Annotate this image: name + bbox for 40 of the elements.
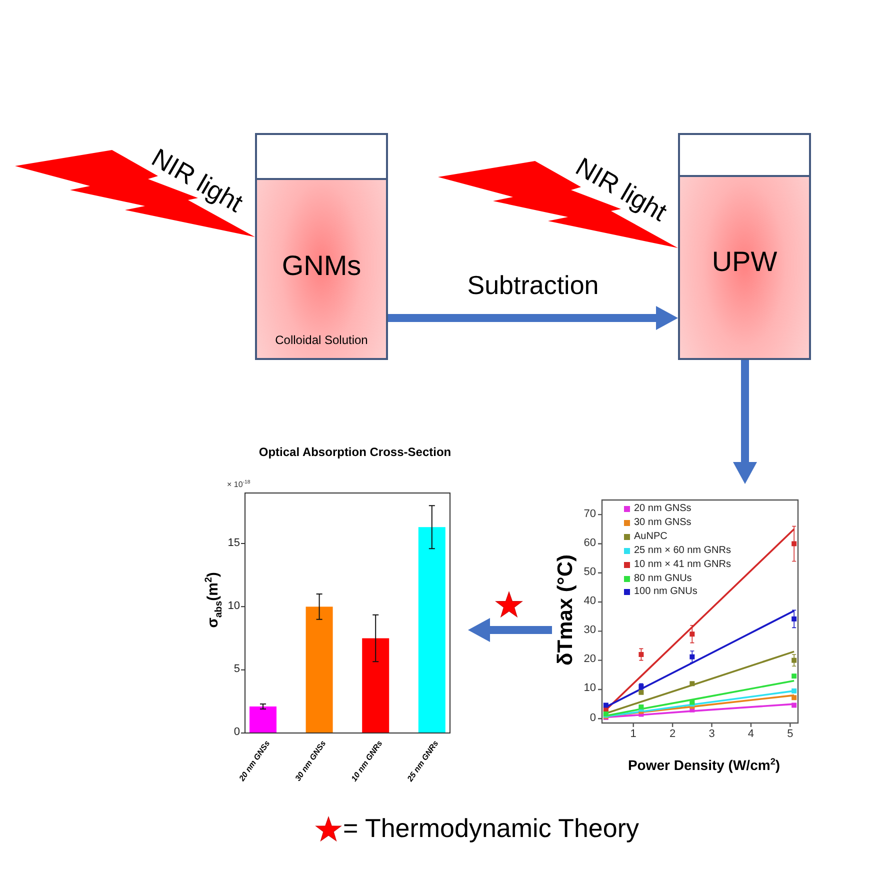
y-tick-label: 15: [228, 536, 240, 550]
arrow: [468, 618, 552, 642]
y-tick-label: 0: [590, 712, 596, 724]
legend-label: 25 nm × 60 nm GNRs: [634, 544, 731, 557]
y-tick-label: 70: [584, 508, 596, 520]
legend-label: 10 nm × 41 nm GNRs: [634, 558, 731, 571]
x-tick-label: 5: [787, 728, 794, 741]
arrow: [388, 306, 678, 330]
x-tick-label: 3: [708, 728, 715, 741]
y-tick-label: 60: [584, 536, 596, 550]
legend-label: = Thermodynamic Theory: [343, 813, 640, 844]
axis-multiplier: × 10$^{-18}$: [227, 480, 250, 490]
legend-label: AuNPC: [634, 530, 668, 543]
beaker-label: UPW: [712, 246, 778, 278]
light-label: NIR light: [146, 143, 248, 219]
y-tick-label: 40: [584, 595, 596, 608]
axis-title: Power Density (W/cm$^{2}$): [628, 756, 780, 774]
beaker: [255, 133, 388, 360]
y-tick-label: 10: [228, 600, 240, 612]
beaker: [678, 133, 811, 360]
chart-title: Optical Absorption Cross-Section: [258, 446, 452, 460]
legend-label: 20 nm GNSs: [634, 503, 692, 515]
y-tick-label: 5: [234, 662, 240, 676]
y-tick-label: 10: [584, 682, 596, 696]
arrow: [733, 360, 757, 484]
x-tick-label: 2: [669, 728, 676, 741]
legend-label: 30 nm GNSs: [634, 516, 692, 529]
y-tick-label: 50: [584, 566, 596, 579]
star-icon: [496, 592, 522, 617]
light-label: NIR light: [570, 152, 672, 228]
legend-label: 80 nm GNUs: [634, 572, 692, 584]
beaker-label: GNMs: [282, 250, 362, 282]
y-tick-label: 30: [584, 624, 596, 637]
beaker-caption: Colloidal Solution: [275, 334, 368, 348]
y-tick-label: 0: [234, 726, 240, 739]
x-tick-label: 4: [748, 728, 754, 741]
legend-label: 100 nm GNUs: [634, 586, 698, 598]
x-tick-label: 1: [630, 728, 636, 741]
y-tick-label: 20: [584, 653, 596, 666]
axis-title: δTmax (°C): [554, 554, 578, 666]
